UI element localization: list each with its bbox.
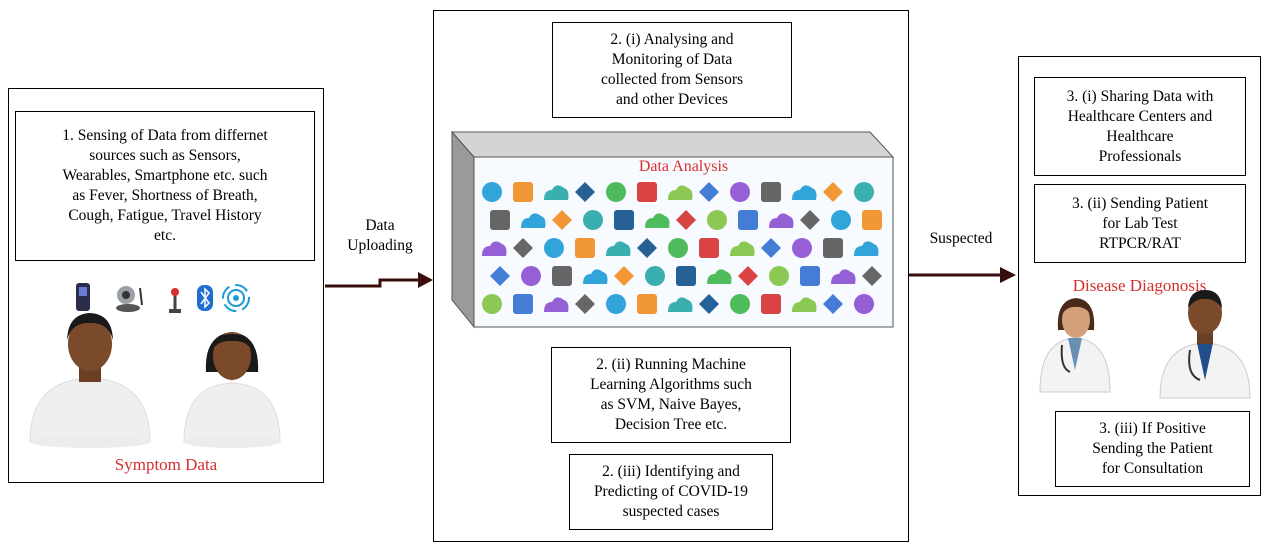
service-icon <box>699 238 719 258</box>
service-icon <box>699 182 719 202</box>
service-icon <box>637 238 657 258</box>
service-icon <box>575 238 595 258</box>
service-icon <box>490 210 510 230</box>
webcam-icon <box>116 286 143 312</box>
service-icon <box>823 294 843 314</box>
service-icon <box>482 182 502 202</box>
service-icon <box>676 210 696 230</box>
service-icon <box>730 241 755 256</box>
service-icon <box>862 210 882 230</box>
phone-icon <box>76 283 90 311</box>
service-icon <box>645 213 670 228</box>
service-icon <box>544 238 564 258</box>
suspected-label: Suspected <box>929 230 993 247</box>
male-doctor-avatar <box>1159 290 1251 399</box>
data-uploading-label: Data Uploading <box>347 217 413 254</box>
service-icon <box>761 182 781 202</box>
service-icon <box>668 185 693 200</box>
service-icon <box>823 182 843 202</box>
data-analysis-title: Data Analysis <box>638 158 729 175</box>
service-icon <box>730 294 750 314</box>
service-icon <box>792 238 812 258</box>
service-icon <box>800 210 820 230</box>
female-doctor-avatar <box>1039 298 1111 393</box>
symptom-data-caption: Symptom Data <box>114 455 218 474</box>
service-icon <box>707 210 727 230</box>
service-icon <box>521 266 541 286</box>
service-icon <box>606 241 631 256</box>
service-icon <box>575 294 595 314</box>
sharing-step-box: 3. (i) Sharing Data with Healthcare Cent… <box>1034 77 1246 176</box>
service-icon <box>637 294 657 314</box>
ml-step-box: 2. (ii) Running Machine Learning Algorit… <box>551 347 791 443</box>
service-icon <box>862 266 882 286</box>
service-icon <box>606 182 626 202</box>
service-icon <box>513 182 533 202</box>
data-uploading-arrow <box>325 278 418 288</box>
service-icon <box>606 294 626 314</box>
service-icon <box>614 266 634 286</box>
service-icon <box>761 238 781 258</box>
service-icon <box>676 266 696 286</box>
disease-diagnosis-caption: Disease Diagonosis <box>1072 276 1207 295</box>
bluetooth-icon <box>197 285 213 311</box>
consultation-step-box: 3. (iii) If Positive Sending the Patient… <box>1055 411 1250 487</box>
lab-test-step-box: 3. (ii) Sending Patient for Lab Test RTP… <box>1034 184 1246 263</box>
service-icon <box>552 210 572 230</box>
prediction-step-box: 2. (iii) Identifying and Predicting of C… <box>569 454 773 530</box>
sensing-step-box: 1. Sensing of Data from differnet source… <box>15 111 315 261</box>
service-icon <box>668 297 693 312</box>
service-icon <box>583 210 603 230</box>
service-icon <box>544 185 569 200</box>
service-icon <box>513 294 533 314</box>
woman-avatar <box>183 332 281 448</box>
service-icon <box>521 213 546 228</box>
service-icon <box>707 269 732 284</box>
service-icon <box>823 238 843 258</box>
service-icon <box>800 266 820 286</box>
service-icon <box>738 210 758 230</box>
service-icon <box>854 294 874 314</box>
service-icon <box>761 294 781 314</box>
service-icon <box>699 294 719 314</box>
service-icon <box>792 185 817 200</box>
service-icon <box>513 238 533 258</box>
service-icon <box>490 266 510 286</box>
sensor-icon <box>169 288 181 313</box>
service-icon <box>738 266 758 286</box>
service-icon <box>614 210 634 230</box>
service-icon <box>854 241 879 256</box>
man-avatar <box>29 313 151 448</box>
service-icon <box>575 182 595 202</box>
service-icon <box>583 269 608 284</box>
service-icon <box>544 297 569 312</box>
service-icon <box>831 210 851 230</box>
wireless-icon <box>222 284 250 312</box>
service-icon <box>792 297 817 312</box>
analysing-step-box: 2. (i) Analysing and Monitoring of Data … <box>552 22 792 118</box>
service-icon <box>854 182 874 202</box>
service-icon <box>482 294 502 314</box>
service-icon <box>645 266 665 286</box>
service-icon <box>482 241 507 256</box>
service-icon <box>637 182 657 202</box>
service-icon <box>769 266 789 286</box>
service-icon <box>552 266 572 286</box>
service-icon <box>668 238 688 258</box>
service-icon <box>730 182 750 202</box>
service-icon <box>769 213 794 228</box>
service-icon <box>831 269 856 284</box>
